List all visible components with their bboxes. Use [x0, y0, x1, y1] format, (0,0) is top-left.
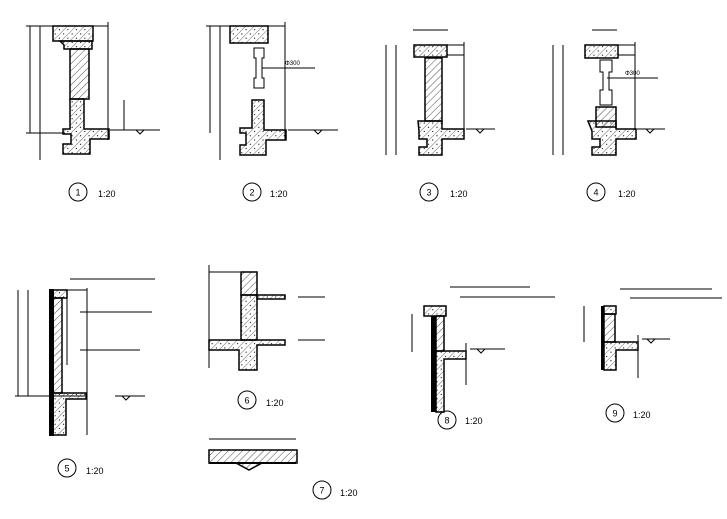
- detail-6: [208, 265, 325, 371]
- detail-2-number: 2: [249, 187, 254, 197]
- detail-7: [208, 438, 298, 471]
- detail-9-scale: 1:20: [633, 410, 651, 420]
- detail-5: [15, 278, 155, 436]
- detail-9-number: 9: [612, 408, 617, 418]
- detail-5-marker: [57, 458, 77, 478]
- detail-4-scale: 1:20: [618, 189, 636, 199]
- detail-3-scale: 1:20: [450, 189, 468, 199]
- detail-9: [583, 288, 722, 378]
- detail-7-number: 7: [319, 485, 324, 495]
- detail-4: Φ300: [552, 29, 665, 156]
- detail-2-scale: 1:20: [270, 189, 288, 199]
- detail-8-number: 8: [444, 415, 449, 425]
- detail-3: [385, 29, 495, 156]
- detail-7-marker: [312, 480, 332, 500]
- detail-2-marker: [242, 182, 262, 202]
- detail-6-marker: [237, 390, 257, 410]
- detail-2: Φ300: [206, 22, 338, 160]
- detail-3-marker: [419, 182, 439, 202]
- detail-5-number: 5: [64, 463, 69, 473]
- detail-6-number: 6: [244, 395, 249, 405]
- detail-9-marker: [605, 403, 625, 423]
- detail-4-number: 4: [593, 187, 598, 197]
- detail-1-number: 1: [75, 187, 80, 197]
- detail-8: [411, 286, 555, 413]
- detail-4-baluster-note: Φ300: [625, 71, 640, 77]
- detail-8-scale: 1:20: [465, 416, 483, 426]
- detail-1-scale: 1:20: [98, 189, 116, 199]
- detail-1: [26, 22, 160, 160]
- detail-3-number: 3: [426, 187, 431, 197]
- detail-5-scale: 1:20: [86, 466, 104, 476]
- detail-1-marker: [68, 182, 88, 202]
- detail-8-marker: [437, 410, 457, 430]
- detail-4-marker: [586, 182, 606, 202]
- detail-7-scale: 1:20: [340, 488, 358, 498]
- detail-2-baluster-note: Φ300: [285, 61, 300, 67]
- detail-6-scale: 1:20: [266, 398, 284, 408]
